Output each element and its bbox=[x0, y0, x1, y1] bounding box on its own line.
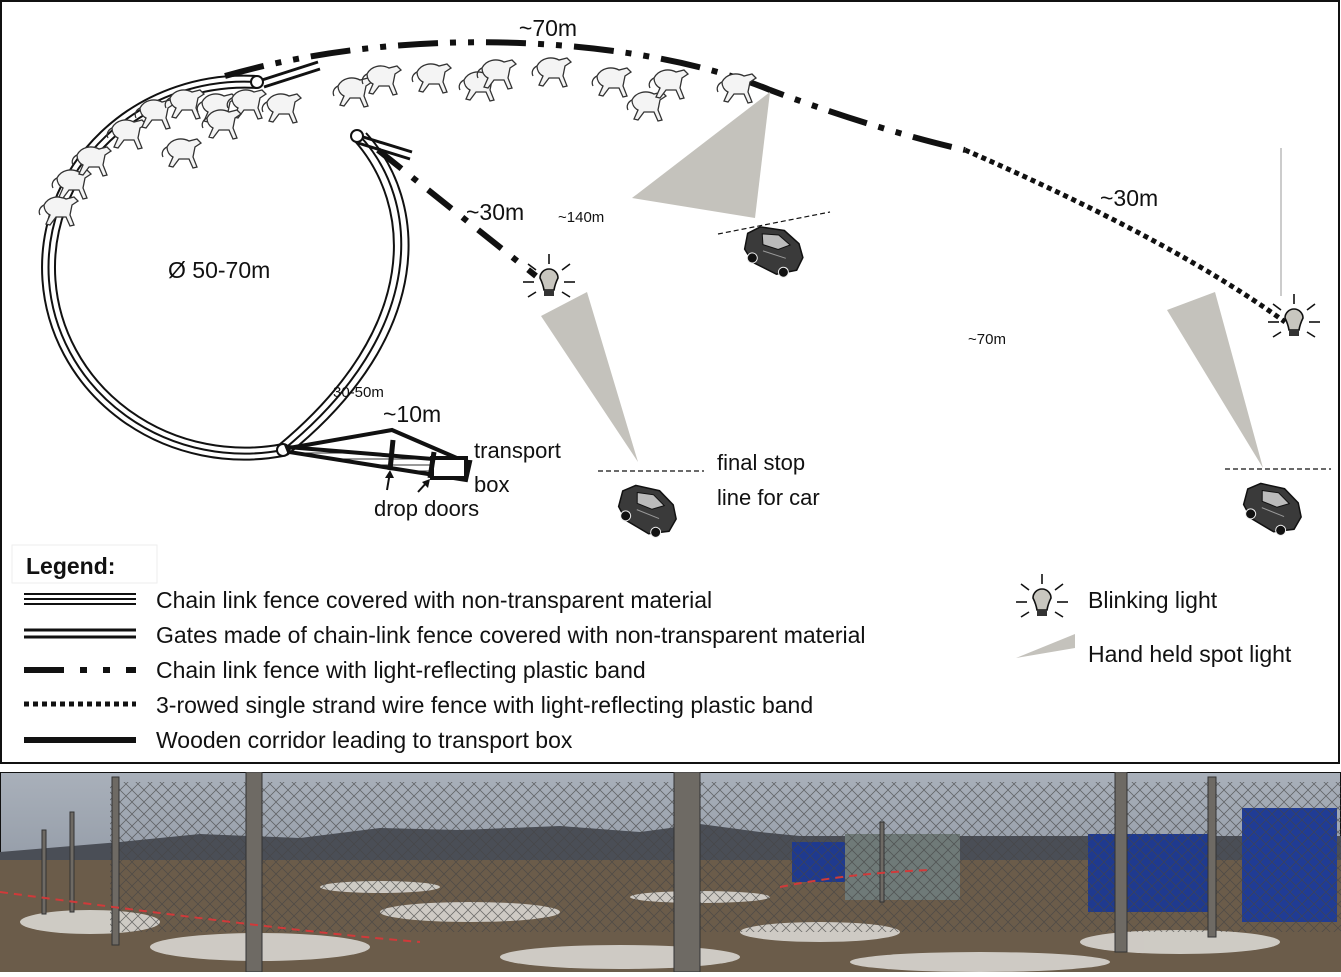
legend-symbol-triple-line bbox=[24, 593, 136, 605]
stop-line bbox=[717, 211, 831, 235]
spotlight-beam bbox=[632, 92, 770, 218]
photo-illustration bbox=[0, 771, 1341, 973]
legend-symbol-label: Blinking light bbox=[1088, 587, 1218, 613]
wooden-corridor bbox=[283, 427, 473, 493]
light-bulb-icon bbox=[1015, 573, 1069, 618]
spot-distance-label: ~140m bbox=[558, 209, 604, 226]
drop-doors-label: drop doors bbox=[374, 496, 479, 521]
car-icon bbox=[737, 219, 810, 283]
legend-item-label: Gates made of chain-link fence covered w… bbox=[156, 622, 866, 648]
corridor-distance-label: ~30m bbox=[466, 199, 524, 225]
gate-post bbox=[350, 129, 364, 143]
spotlight-beam bbox=[541, 292, 638, 462]
right-distance-label: ~30m bbox=[1100, 185, 1158, 211]
gate-post bbox=[250, 75, 264, 89]
legend: Legend: Chain link fence covered with no… bbox=[11, 544, 1292, 753]
spotlight-beam bbox=[1167, 292, 1263, 468]
diagram-border bbox=[0, 0, 1340, 764]
legend-item-label: Wooden corridor leading to transport box bbox=[156, 727, 573, 753]
horse-herd bbox=[38, 57, 757, 227]
chain-link-fence bbox=[110, 782, 1341, 932]
legend-item-label: Chain link fence covered with non-transp… bbox=[156, 587, 712, 613]
final-stop-label: final stop bbox=[717, 450, 805, 475]
spotlight-triangle-icon bbox=[1016, 634, 1075, 658]
middle-distance-label: ~70m bbox=[968, 331, 1006, 348]
corridor-length-label: ~10m bbox=[383, 401, 441, 427]
diameter-label: Ø 50-70m bbox=[168, 257, 270, 283]
right-fence-dotted bbox=[964, 147, 1287, 325]
fence-posts bbox=[41, 771, 1217, 973]
legend-symbol-label: Hand held spot light bbox=[1088, 641, 1292, 667]
car-icon bbox=[1235, 475, 1310, 541]
final-stop-label-2: line for car bbox=[717, 485, 820, 510]
legend-symbol-double-line bbox=[24, 628, 136, 639]
top-fence-dash-dot bbox=[224, 39, 966, 153]
legend-item-label: Chain link fence with light-reflecting p… bbox=[156, 657, 646, 683]
top-distance-label: ~70m bbox=[519, 15, 577, 41]
drop-door bbox=[427, 451, 437, 479]
corridor-range-label: 30-50m bbox=[333, 384, 384, 401]
transport-box bbox=[430, 456, 468, 480]
legend-title: Legend: bbox=[26, 553, 115, 579]
diagram-panel: ~70m ~30m ~30m ~140m ~70m Ø 50-70m 30-50… bbox=[0, 0, 1340, 764]
transport-box-label-2: box bbox=[474, 472, 509, 497]
car-icon bbox=[610, 477, 685, 543]
capture-diagram: ~70m ~30m ~30m ~140m ~70m Ø 50-70m 30-50… bbox=[0, 0, 1340, 764]
enclosure-photo bbox=[0, 771, 1341, 973]
drop-door bbox=[387, 439, 396, 471]
legend-item-label: 3-rowed single strand wire fence with li… bbox=[156, 692, 813, 718]
transport-box-label: transport bbox=[474, 438, 561, 463]
